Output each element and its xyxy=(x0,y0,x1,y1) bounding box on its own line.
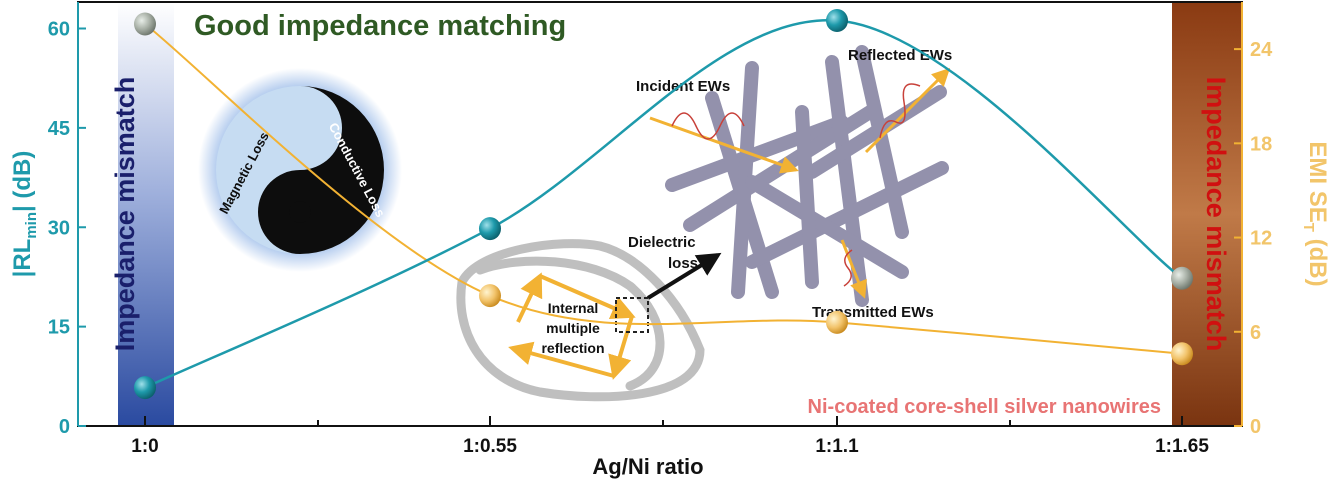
right-tick-label: 0 xyxy=(1250,416,1261,438)
right-tick-label: 12 xyxy=(1250,228,1272,250)
nanowire-loop xyxy=(456,239,705,402)
rl-series-line xyxy=(144,19,1183,389)
left-band-label: Impedance mismatch xyxy=(110,77,140,352)
right-tick-label: 6 xyxy=(1250,322,1261,344)
dielectric-label-2: loss xyxy=(668,255,698,272)
imr-label-3: reflection xyxy=(541,340,604,356)
right-axis-label: EMI SET (dB) xyxy=(1300,141,1328,286)
wave-arrows xyxy=(649,67,951,299)
left-tick-label: 45 xyxy=(48,118,70,140)
left-tick-label: 60 xyxy=(48,19,70,41)
left-tick-label: 15 xyxy=(48,317,70,339)
wave-oscillations xyxy=(671,83,921,287)
rl-point xyxy=(479,217,501,241)
x-ticks: 1:0 1:0.55 1:1.1 1:1.65 xyxy=(131,416,1209,457)
se-series-line xyxy=(144,23,1183,355)
se-point xyxy=(134,12,156,36)
rl-point xyxy=(826,9,848,33)
x-tick-label: 1:0 xyxy=(131,436,158,457)
imr-label-1: Internal xyxy=(548,300,599,316)
left-mismatch-band xyxy=(118,2,174,426)
series-layer xyxy=(134,9,1193,400)
rl-point xyxy=(134,376,156,400)
dielectric-inset-box xyxy=(615,297,649,333)
right-tick-label: 18 xyxy=(1250,133,1272,155)
right-ticks: 0 6 12 18 24 xyxy=(1234,39,1273,438)
x-axis-label: Ag/Ni ratio xyxy=(592,454,703,479)
nanowires-label: Ni-coated core-shell silver nanowires xyxy=(808,396,1161,418)
x-tick-label: 1:1.65 xyxy=(1155,436,1209,457)
right-band-label: Impedance mismatch xyxy=(1201,77,1231,352)
dielectric-label-1: Dielectric xyxy=(628,234,696,251)
chart-title: Good impedance matching xyxy=(194,10,566,42)
left-tick-label: 30 xyxy=(48,217,70,239)
left-axis-label: |RLmin| (dB) xyxy=(9,151,40,278)
left-tick-label: 0 xyxy=(59,416,70,438)
x-tick-label: 1:1.1 xyxy=(815,436,859,457)
reflected-label: Reflected EWs xyxy=(848,47,952,64)
x-tick-label: 1:0.55 xyxy=(463,436,517,457)
right-tick-label: 24 xyxy=(1250,39,1273,61)
se-point xyxy=(826,310,848,334)
se-point xyxy=(1171,342,1193,366)
imr-label-2: multiple xyxy=(546,320,600,336)
dielectric-arrow xyxy=(646,252,722,300)
incident-label: Incident EWs xyxy=(636,78,730,95)
left-ticks: 0 15 30 45 60 xyxy=(48,19,86,438)
se-point xyxy=(479,284,501,308)
yin-yang-illustration: Conductive Loss Magnetic Loss xyxy=(198,68,402,272)
rl-point xyxy=(1171,266,1193,290)
